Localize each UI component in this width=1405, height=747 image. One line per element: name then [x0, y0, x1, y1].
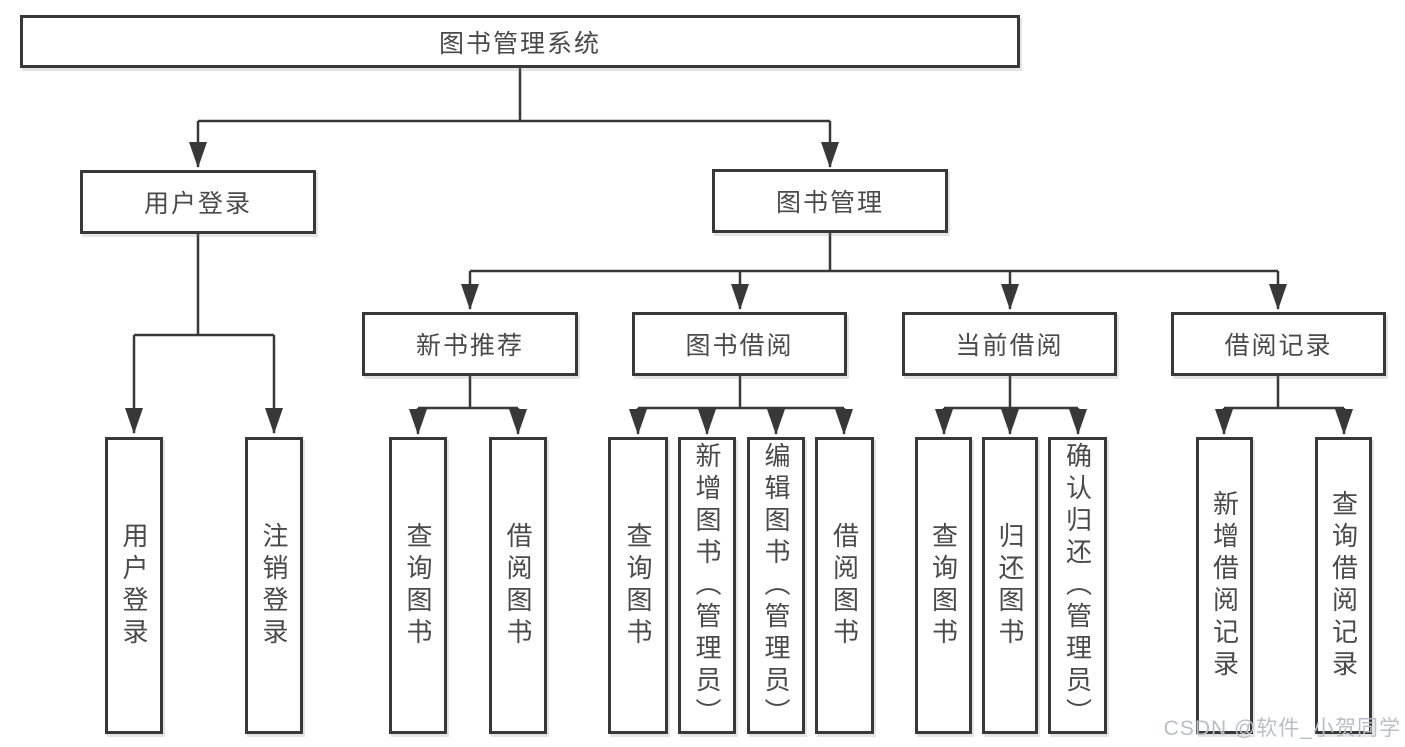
leaf-edit-book-admin-label: 编辑图书（管理员）	[761, 441, 791, 730]
csdn-watermark: CSDN @软件_小贺同学	[1163, 717, 1401, 740]
leaf-add-borrow-record: 新增借阅记录	[1196, 437, 1253, 734]
leaf-add-book-admin-label: 新增图书（管理员）	[692, 441, 722, 730]
connector-borrow-bus	[638, 376, 844, 410]
leaf-edit-book-admin: 编辑图书（管理员）	[747, 437, 805, 734]
leaf-borrow-books-newbook-label: 借阅图书	[503, 521, 533, 650]
leaf-user-login-label: 用户登录	[119, 521, 149, 650]
connector-current-bus	[944, 376, 1078, 410]
leaf-confirm-return-admin: 确认归还（管理员）	[1048, 437, 1107, 734]
connector-login-bus	[134, 233, 274, 337]
leaf-query-books-current-label: 查询图书	[928, 521, 959, 650]
leaf-logout-login: 注销登录	[245, 437, 303, 734]
connector-records-bus	[1224, 376, 1344, 410]
node-current-borrow: 当前借阅	[902, 312, 1117, 376]
leaf-borrow-books: 借阅图书	[815, 437, 874, 734]
node-root-system-label: 图书管理系统	[438, 29, 601, 58]
leaf-query-books-borrow-label: 查询图书	[623, 521, 653, 650]
node-book-mgmt-branch-label: 图书管理	[775, 189, 884, 217]
leaf-query-books-newbook-label: 查询图书	[403, 521, 433, 650]
node-current-borrow-label: 当前借阅	[955, 332, 1064, 360]
node-new-book-recommend: 新书推荐	[362, 312, 578, 376]
leaf-add-borrow-record-label: 新增借阅记录	[1209, 489, 1240, 682]
leaf-query-books-borrow: 查询图书	[608, 437, 668, 734]
leaf-add-book-admin: 新增图书（管理员）	[678, 437, 736, 734]
node-book-borrow: 图书借阅	[632, 312, 847, 376]
node-user-login-branch: 用户登录	[80, 170, 316, 234]
node-user-login-branch-label: 用户登录	[143, 190, 252, 218]
leaf-query-books-current: 查询图书	[915, 437, 972, 734]
leaf-borrow-books-newbook: 借阅图书	[489, 437, 547, 734]
leaf-logout-login-label: 注销登录	[259, 521, 289, 650]
node-new-book-recommend-label: 新书推荐	[415, 332, 524, 360]
connector-newbook-bus	[418, 376, 518, 410]
node-book-mgmt-branch: 图书管理	[712, 169, 948, 233]
node-borrow-records-label: 借阅记录	[1224, 332, 1333, 360]
node-borrow-records: 借阅记录	[1171, 312, 1386, 376]
leaf-user-login: 用户登录	[105, 437, 163, 734]
node-root-system: 图书管理系统	[20, 15, 1020, 68]
connector-mgmt-bus	[470, 232, 1278, 273]
leaf-query-borrow-record-label: 查询借阅记录	[1328, 489, 1359, 682]
leaf-query-borrow-record: 查询借阅记录	[1315, 437, 1372, 734]
leaf-confirm-return-admin-label: 确认归还（管理员）	[1062, 441, 1093, 730]
node-book-borrow-label: 图书借阅	[685, 332, 794, 360]
leaf-borrow-books-label: 借阅图书	[829, 521, 860, 650]
leaf-return-books-label: 归还图书	[995, 521, 1025, 650]
connector-root-bus	[198, 67, 830, 123]
leaf-return-books: 归还图书	[982, 437, 1038, 734]
leaf-query-books-newbook: 查询图书	[389, 437, 447, 734]
